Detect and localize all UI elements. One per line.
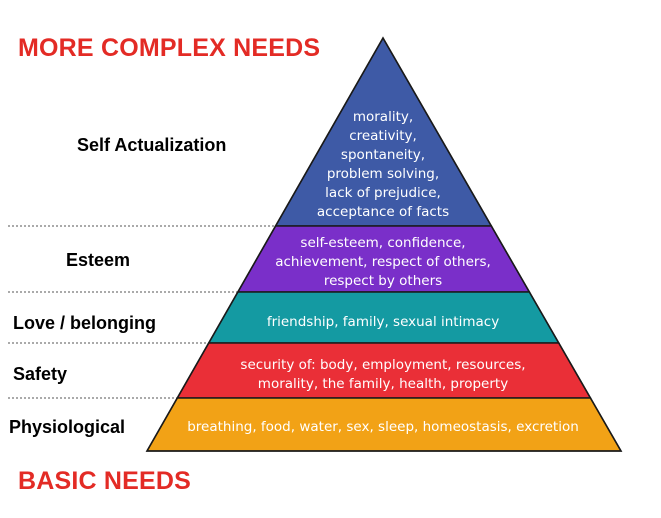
pyramid-outline: [145, 36, 623, 452]
level-label-self-actualization: Self Actualization: [77, 135, 227, 155]
tier-esteem-line: self-esteem, confidence,: [300, 235, 465, 251]
tier-self-actualization-line: morality,: [353, 109, 413, 125]
tier-self-actualization-line: problem solving,: [327, 166, 439, 182]
level-dividers: [8, 225, 276, 399]
tier-safety-line: security of: body, employment, resources…: [240, 357, 525, 373]
level-label-love-belonging: Love / belonging: [13, 313, 156, 333]
pyramid-tiers: morality, creativity, spontaneity, problem …: [145, 36, 623, 452]
tier-esteem-line: achievement, respect of others,: [275, 254, 491, 270]
more-complex-needs-heading: MORE COMPLEX NEEDS: [18, 34, 321, 62]
tier-self-actualization-line: lack of prejudice,: [325, 185, 441, 201]
tier-self-actualization-line: acceptance of facts: [317, 204, 449, 220]
level-label-physiological: Physiological: [9, 417, 126, 437]
tier-self-actualization-line: creativity,: [349, 128, 417, 144]
tier-self-actualization-line: spontaneity,: [341, 147, 425, 163]
level-label-esteem: Esteem: [66, 250, 131, 270]
tier-esteem-line: respect by others: [324, 273, 442, 289]
basic-needs-heading: BASIC NEEDS: [18, 467, 192, 495]
level-label-safety: Safety: [13, 364, 68, 384]
tier-physiological-line: breathing, food, water, sex, sleep, home…: [187, 419, 579, 435]
tier-safety-line: morality, the family, health, property: [258, 376, 508, 392]
tier-love-belonging-line: friendship, family, sexual intimacy: [267, 314, 499, 330]
